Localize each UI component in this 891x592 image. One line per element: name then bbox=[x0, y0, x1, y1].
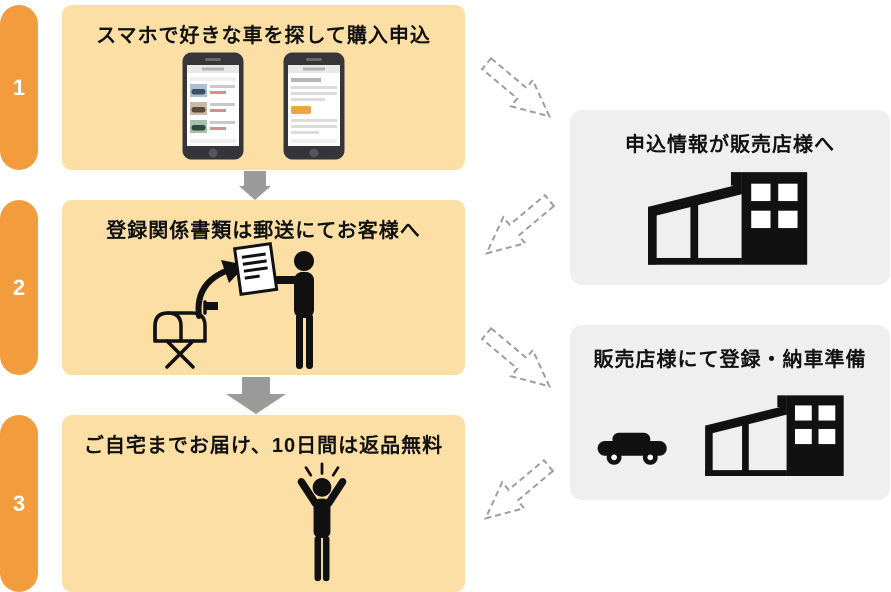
person-holding-document-icon bbox=[270, 250, 326, 375]
smartphone-order-form-icon bbox=[283, 52, 345, 165]
smartphone-order-form-icon bbox=[283, 52, 345, 160]
dealership-building-icon bbox=[648, 168, 812, 270]
mailbox-icon bbox=[153, 300, 218, 369]
dashed-arrow-dealer-to-step3-icon bbox=[471, 449, 563, 535]
dealership-building-icon bbox=[705, 392, 848, 481]
dashed-arrow-icon bbox=[480, 56, 552, 118]
step-2-number: 2 bbox=[12, 274, 26, 300]
down-arrow-icon bbox=[226, 377, 286, 414]
step-1-title: スマホで好きな車を探して購入申込 bbox=[96, 25, 431, 47]
dashed-arrow-icon bbox=[484, 193, 556, 255]
document-icon bbox=[232, 242, 279, 296]
down-arrow-icon bbox=[239, 171, 271, 205]
person-holding-document-icon bbox=[274, 251, 314, 369]
dealer-prep-box: 販売店様にて登録・納車準備 bbox=[570, 325, 890, 500]
step-3-number: 3 bbox=[12, 490, 26, 516]
dashed-arrow-dealer-to-step2-icon bbox=[472, 184, 564, 270]
step-1-number-pill: 1 bbox=[0, 5, 38, 170]
mailbox-icon bbox=[147, 300, 225, 375]
document-icon bbox=[232, 241, 279, 301]
car-icon bbox=[597, 432, 667, 465]
down-arrow-icon bbox=[239, 171, 271, 200]
smartphone-car-list-icon bbox=[182, 52, 244, 165]
dealer-prep-title: 販売店様にて登録・納車準備 bbox=[593, 349, 867, 371]
dashed-arrow-icon bbox=[480, 326, 552, 388]
step-2-box: 登録関係書類は郵送にてお客様へ bbox=[62, 200, 465, 375]
dashed-arrow-icon bbox=[483, 458, 555, 520]
dealership-building-icon bbox=[705, 395, 844, 476]
smartphone-car-list-icon bbox=[182, 52, 244, 160]
step-1-box: スマホで好きな車を探して購入申込 bbox=[62, 5, 465, 170]
person-celebrating-icon bbox=[297, 462, 347, 582]
dealer-info-title: 申込情報が販売店様へ bbox=[625, 134, 835, 156]
step-3-box: ご自宅までお届け、10日間は返品無料 bbox=[62, 415, 465, 592]
step-2-title: 登録関係書類は郵送にてお客様へ bbox=[106, 220, 421, 242]
dealer-info-box: 申込情報が販売店様へ bbox=[570, 110, 890, 285]
step-3-number-pill: 3 bbox=[0, 415, 38, 592]
dashed-arrow-step1-to-dealer-icon bbox=[472, 47, 564, 133]
dashed-arrow-step2-to-dealer-icon bbox=[472, 317, 564, 403]
person-celebrating-icon bbox=[292, 461, 352, 590]
step-3-title: ご自宅までお届け、10日間は返品無料 bbox=[83, 435, 444, 457]
dealership-building-icon bbox=[648, 172, 808, 265]
step-1-number: 1 bbox=[12, 74, 26, 100]
down-arrow-icon bbox=[226, 377, 286, 419]
step-2-number-pill: 2 bbox=[0, 200, 38, 375]
car-icon bbox=[596, 431, 670, 474]
